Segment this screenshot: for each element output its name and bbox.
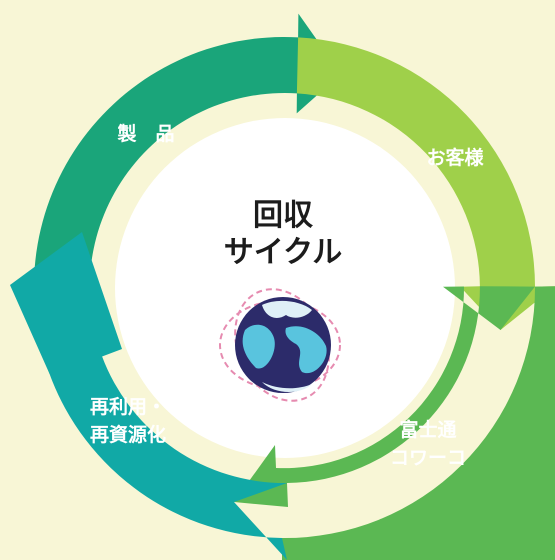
segment-customer (296, 37, 555, 331)
segment-reuse (10, 232, 287, 560)
stage-fujitsu-label-line2: コワーコ (390, 447, 466, 469)
stage-reuse-label-line2: 再資源化 (90, 423, 166, 446)
center-title-line2: サイクル (224, 235, 343, 270)
globe-icon (219, 288, 341, 402)
segment-fujitsu (234, 286, 555, 560)
stage-product-label: 製 品 (116, 123, 174, 145)
center-title-line1: 回収 (253, 198, 314, 233)
stage-reuse-label-line1: 再利用・ (90, 396, 166, 418)
stage-fujitsu-label-line1: 富士通 (399, 418, 457, 441)
center-disc (115, 118, 455, 458)
stage-customer-label: お客様 (426, 146, 484, 169)
